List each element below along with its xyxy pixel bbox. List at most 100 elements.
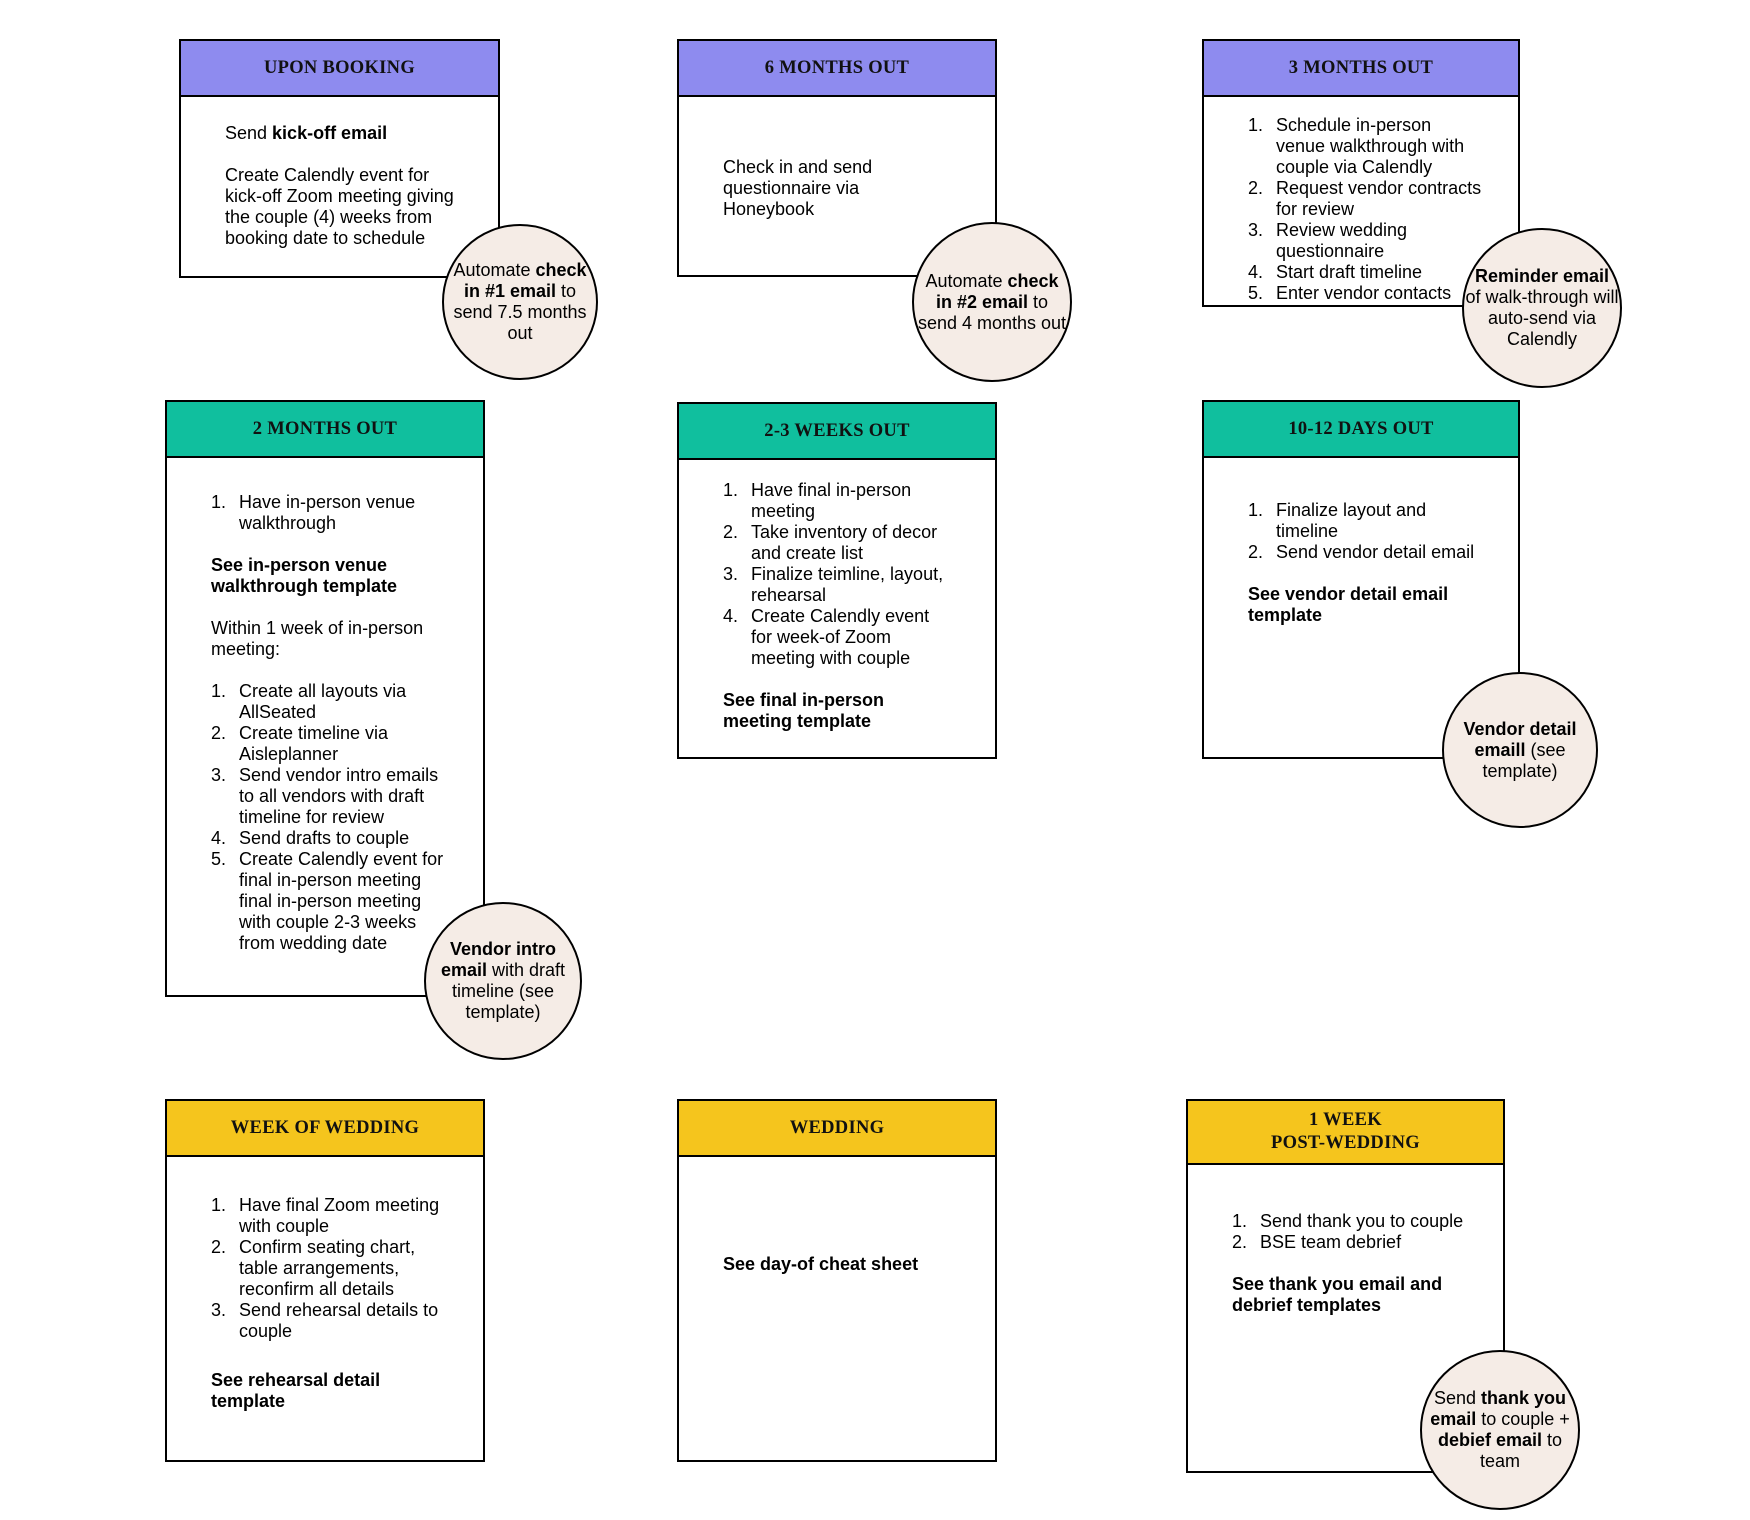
task-text: Create timeline via Aisleplanner [239, 723, 447, 765]
text-run: Send vendor detail email [1276, 542, 1475, 562]
task-number: 3. [211, 765, 227, 785]
text-run: Confirm seating chart, table arrangement… [239, 1237, 416, 1299]
card-title: UPON BOOKING [263, 57, 416, 78]
bold-text-run: kick-off email [272, 123, 388, 143]
bold-text-run: See day-of cheat sheet [723, 1254, 919, 1274]
text-run: to couple + [1476, 1409, 1570, 1429]
task-item: 3.Finalize teimline, layout, rehearsal [723, 564, 947, 606]
task-number: 1. [211, 681, 227, 701]
task-text: Confirm seating chart, table arrangement… [239, 1237, 447, 1300]
task-item: 1. Have in-person venue walkthrough [211, 492, 447, 534]
card-10-12-days-out: 10-12 DAYS OUT 1. Finalize layout and time… [1202, 400, 1520, 759]
text-run: Create Calendly event for kick-off Zoom … [225, 165, 454, 248]
card-title: POST-WEDDING [1271, 1133, 1420, 1153]
task-list: 1. Have final in-person meeting 2. Take inv… [723, 480, 947, 669]
text-run: Finalize teimline, layout, rehearsal [751, 564, 944, 605]
task-list: 1. Have in-person venue walkthrough [211, 492, 447, 534]
task-item: 4. Send drafts to couple [211, 828, 447, 849]
bold-text-run: Reminder email [1474, 266, 1610, 286]
text-run: Schedule in-person venue walkthrough wit… [1276, 115, 1465, 177]
callout-text: Vendor intro email with draft timeline (… [427, 939, 579, 1023]
card-title: 10-12 DAYS OUT [1288, 418, 1434, 439]
callout-text: Reminder email of walk-through will auto… [1465, 266, 1619, 350]
task-number: 2. [1248, 542, 1264, 562]
callout-reminder-email: Reminder email of walk-through will auto… [1462, 228, 1622, 388]
paragraph: Within 1 week of in-person meeting: [211, 618, 447, 660]
task-item: 1.Create all layouts via AllSeated [211, 681, 447, 723]
card-header: 10-12 DAYS OUT [1204, 402, 1518, 458]
task-number: 1. [1248, 500, 1264, 520]
card-title: WEEK OF WEDDING [230, 1117, 420, 1138]
task-text: Review wedding questionnaire [1276, 220, 1484, 262]
card-header: WEDDING [679, 1101, 995, 1157]
paragraph: Check in and send questionnaire via Hone… [723, 157, 923, 220]
task-text: Create Calendly event for week-of Zoom m… [751, 606, 947, 669]
card-content: 1. Finalize layout and timeline 2. Send ven… [1248, 500, 1480, 626]
task-item: 1. Finalize layout and timeline [1248, 500, 1480, 542]
callout-text: Vendor detail emaill (see template) [1445, 719, 1595, 782]
bold-text-run: check in #2 email [935, 270, 1059, 312]
task-item: 5.Enter vendor contacts [1248, 283, 1484, 304]
task-number: 1. [1232, 1211, 1248, 1231]
template-note: See thank you email and debrief template… [1232, 1274, 1468, 1316]
task-list: 1. Finalize layout and timeline 2. Send ven… [1248, 500, 1480, 563]
task-item: 4. Create Calendly event for week-of Zoom… [723, 606, 947, 669]
text-run: Take inventory of decor and create list [751, 522, 938, 563]
task-text: Start draft timeline [1276, 262, 1422, 283]
task-item: 3. Send vendor intro emails to all vendor… [211, 765, 447, 828]
card-week-of-wedding: WEEK OF WEDDING 1.Have final Zoom meeting… [165, 1099, 485, 1462]
task-number: 2. [723, 522, 739, 542]
text-run: Start draft timeline [1276, 262, 1423, 282]
callout-vendor-intro-email: Vendor intro email with draft timeline (… [424, 902, 582, 1060]
card-body: 1. Have final in-person meeting 2. Take inv… [679, 460, 995, 732]
task-text: Have in-person venue walkthrough [239, 492, 447, 534]
task-item: 3.Send rehearsal details to couple [211, 1300, 447, 1342]
callout-thank-you-email: Send thank you email to couple + debief … [1420, 1350, 1580, 1510]
text-run: Create Calendly event for final in-perso… [239, 849, 444, 953]
text-run: Create timeline via Aisleplanner [239, 723, 389, 764]
task-text: Send vendor detail email [1276, 542, 1474, 563]
task-number: 5. [211, 849, 227, 869]
card-header: 6 MONTHS OUT [679, 41, 995, 97]
task-number: 1. [211, 492, 227, 512]
task-text: Finalize layout and timeline [1276, 500, 1480, 542]
task-number: 1. [723, 480, 739, 500]
text-run: Automate [453, 260, 536, 280]
text-run: Have final in-person meeting [751, 480, 912, 521]
task-number: 4. [1248, 262, 1264, 282]
text-run: Send thank you to couple [1260, 1211, 1464, 1231]
task-number: 4. [723, 606, 739, 626]
text-run: Finalize layout and timeline [1276, 500, 1427, 541]
text-run: Enter vendor contacts [1276, 283, 1452, 303]
task-number: 4. [211, 828, 227, 848]
card-title: 2-3 WEEKS OUT [764, 420, 910, 441]
text-run: Automate [925, 270, 1008, 291]
card-header: WEEK OF WEDDING [167, 1101, 483, 1157]
task-item: 2. Send vendor detail email [1248, 542, 1480, 563]
template-note: See day-of cheat sheet [723, 1254, 959, 1275]
task-number: 3. [211, 1300, 227, 1320]
paragraph: Send kick-off email [225, 123, 461, 144]
task-text: BSE team debrief [1260, 1232, 1401, 1253]
text-run: Send vendor intro emails to all vendors … [239, 765, 439, 827]
task-text: Enter vendor contacts [1276, 283, 1451, 304]
task-item: 1.Schedule in-person venue walkthrough w… [1248, 115, 1484, 178]
paragraph: Create Calendly event for kick-off Zoom … [225, 165, 461, 249]
card-title: 2 MONTHS OUT [252, 418, 398, 439]
text-run: (see template) [1482, 739, 1566, 781]
task-text: Request vendor contracts for review [1276, 178, 1484, 220]
task-text: Send drafts to couple [239, 828, 409, 849]
card-body: Check in and send questionnaire via Hone… [679, 97, 995, 220]
card-header: 2-3 WEEKS OUT [679, 404, 995, 460]
callout-vendor-detail-email: Vendor detail emaill (see template) [1442, 672, 1598, 828]
card-title: WEDDING [789, 1117, 885, 1138]
text-run: with draft timeline (see template) [451, 960, 566, 1022]
task-text: Schedule in-person venue walkthrough wit… [1276, 115, 1484, 178]
